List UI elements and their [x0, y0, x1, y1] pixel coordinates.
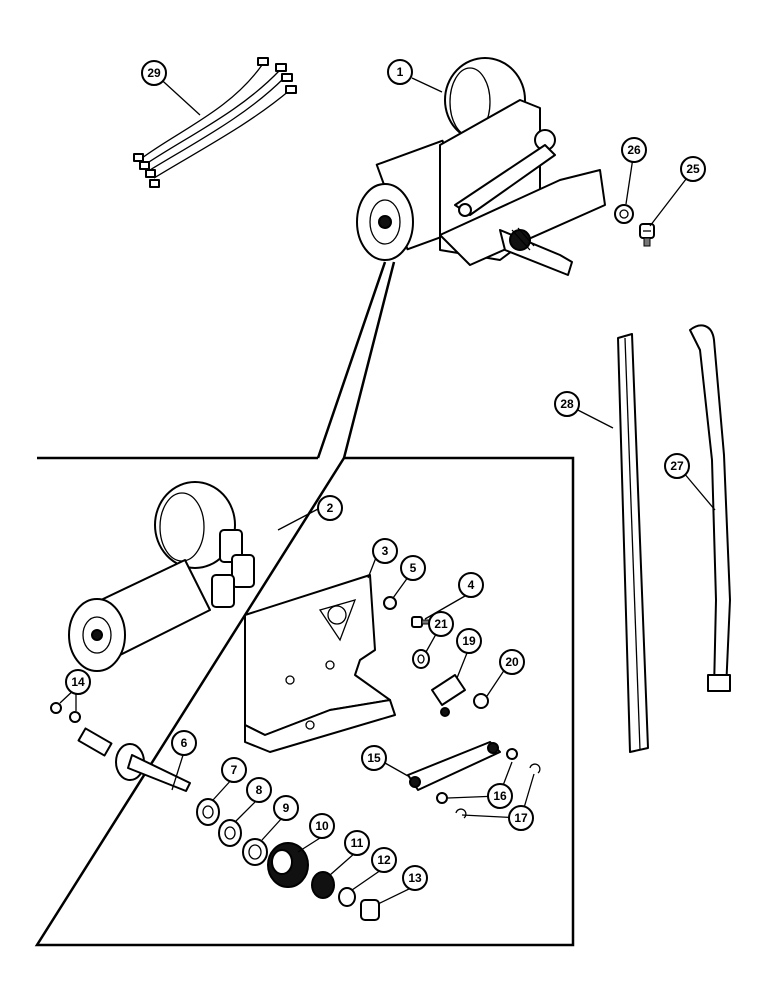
callout-27-label: 27 — [670, 459, 684, 473]
callout-14: 14 — [65, 669, 91, 695]
callout-1: 1 — [387, 59, 413, 85]
screw-25 — [639, 223, 655, 247]
callout-12-label: 12 — [377, 853, 391, 867]
washer-8 — [218, 819, 242, 847]
washer-21 — [412, 649, 430, 669]
callout-21-label: 21 — [434, 617, 448, 631]
callout-29-label: 29 — [147, 66, 161, 80]
link-arm-15 — [407, 741, 501, 791]
callout-11-label: 11 — [351, 836, 364, 850]
bushing-10 — [267, 842, 309, 888]
callout-12: 12 — [371, 847, 397, 873]
callout-11: 11 — [344, 830, 370, 856]
callout-26-label: 26 — [627, 143, 641, 157]
wiring-harness — [133, 57, 297, 188]
callout-28: 28 — [554, 391, 580, 417]
callout-7: 7 — [221, 757, 247, 783]
link-bracket-19 — [431, 674, 466, 717]
lock-washer-5 — [383, 596, 397, 610]
cap-nut-13 — [360, 899, 380, 921]
callout-6-label: 6 — [181, 736, 188, 750]
callout-27: 27 — [664, 453, 690, 479]
callout-17: 17 — [508, 805, 534, 831]
callout-20: 20 — [499, 649, 525, 675]
callout-10-label: 10 — [315, 819, 329, 833]
callout-16: 16 — [487, 783, 513, 809]
screw-and-washer-14 — [50, 702, 81, 723]
nut-9 — [242, 838, 268, 866]
callout-13: 13 — [402, 865, 428, 891]
callout-25: 25 — [680, 156, 706, 182]
callout-4: 4 — [458, 572, 484, 598]
callout-25-label: 25 — [686, 162, 700, 176]
callout-19: 19 — [456, 628, 482, 654]
callout-9: 9 — [273, 795, 299, 821]
washer-7 — [196, 798, 220, 826]
callout-26: 26 — [621, 137, 647, 163]
callout-5: 5 — [400, 555, 426, 581]
callout-1-label: 1 — [397, 65, 404, 79]
callout-3: 3 — [372, 538, 398, 564]
detail-pointer-lines — [316, 261, 396, 459]
washers-16 — [436, 748, 518, 804]
callout-8-label: 8 — [256, 783, 263, 797]
callout-21: 21 — [428, 611, 454, 637]
callout-29: 29 — [141, 60, 167, 86]
callout-28-label: 28 — [560, 397, 574, 411]
washer-12 — [338, 887, 356, 907]
callout-19-label: 19 — [462, 634, 476, 648]
callout-5-label: 5 — [410, 561, 417, 575]
spline-adapter-11 — [311, 871, 335, 899]
callout-16-label: 16 — [493, 789, 507, 803]
wiper-arm-27 — [689, 324, 731, 692]
callout-20-label: 20 — [505, 655, 519, 669]
callout-13-label: 13 — [408, 871, 422, 885]
callout-6: 6 — [171, 730, 197, 756]
wiper-blade-28 — [617, 333, 649, 753]
callout-14-label: 14 — [71, 675, 85, 689]
nut-20 — [473, 693, 489, 709]
callout-3-label: 3 — [382, 544, 389, 558]
mounting-bracket-3 — [244, 574, 396, 753]
callout-8: 8 — [246, 777, 272, 803]
callout-17-label: 17 — [514, 811, 528, 825]
callout-9-label: 9 — [283, 801, 290, 815]
motor-2 — [68, 481, 255, 672]
detail-inset-frame — [34, 456, 575, 947]
callout-4-label: 4 — [468, 578, 475, 592]
callout-15-label: 15 — [367, 751, 381, 765]
callout-2: 2 — [317, 495, 343, 521]
callout-2-label: 2 — [327, 501, 334, 515]
callout-10: 10 — [309, 813, 335, 839]
screw-4 — [411, 616, 431, 628]
lock-washer-26 — [614, 204, 634, 224]
callout-15: 15 — [361, 745, 387, 771]
wiper-motor-assembly — [356, 57, 606, 276]
clips-17 — [455, 763, 541, 819]
callout-7-label: 7 — [231, 763, 238, 777]
